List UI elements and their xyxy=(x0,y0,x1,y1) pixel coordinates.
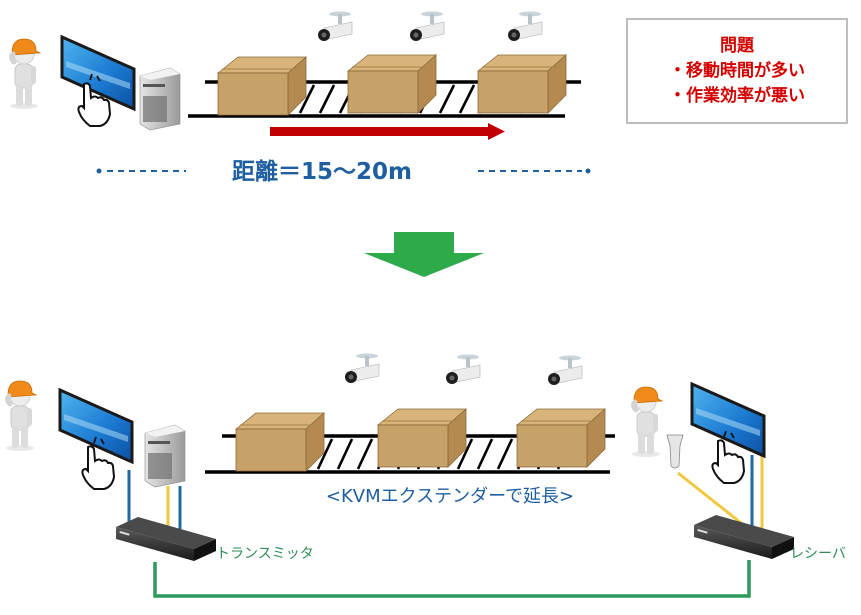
pc-tower-icon xyxy=(144,424,186,488)
receiver-unit xyxy=(694,515,794,559)
conveyor-slat xyxy=(316,438,334,470)
receiver-label: レシーバ xyxy=(790,546,846,562)
touch-monitor-icon xyxy=(58,388,134,464)
conveyor-slat xyxy=(438,84,456,114)
before-section xyxy=(10,11,591,174)
worker-icon xyxy=(10,39,40,109)
conveyor-slat xyxy=(336,438,354,470)
cardboard-box-icon xyxy=(217,56,307,116)
conveyor-slat xyxy=(356,438,374,470)
transmitter-unit xyxy=(116,517,216,561)
problem-box: 問題 ・移動時間が多い ・作業効率が悪い xyxy=(626,18,848,124)
transmitter-label: トランスミッタ xyxy=(216,546,314,562)
cables xyxy=(127,455,764,598)
cardboard-box-icon xyxy=(516,408,606,468)
problem-item: ・移動時間が多い xyxy=(669,60,805,81)
security-camera-icon xyxy=(547,355,583,386)
problem-item: ・作業効率が悪い xyxy=(669,85,805,106)
worker-icon xyxy=(6,381,36,451)
conveyor-slat xyxy=(496,438,514,470)
barcode-scanner-icon xyxy=(666,434,684,469)
cardboard-box-icon xyxy=(235,412,325,472)
distance-dashed-line xyxy=(96,168,591,174)
problem-title: 問題 xyxy=(720,35,754,56)
conveyor-slat xyxy=(458,84,476,114)
down-arrow-icon xyxy=(364,232,484,277)
cardboard-box-icon xyxy=(347,54,437,114)
direction-arrow-icon xyxy=(270,123,505,140)
cardboard-box-icon xyxy=(477,54,567,114)
conveyor-slat xyxy=(476,438,494,470)
after-section xyxy=(6,353,794,598)
conveyor-slat xyxy=(298,84,316,114)
security-camera-icon xyxy=(317,11,353,42)
conveyor-slat xyxy=(318,84,336,114)
security-camera-icon xyxy=(409,11,445,42)
distance-label: 距離＝15～20m xyxy=(232,159,412,185)
touch-monitor-icon xyxy=(690,382,766,458)
security-camera-icon xyxy=(344,353,380,384)
pc-tower-icon xyxy=(139,67,181,131)
security-camera-icon xyxy=(445,354,481,385)
kvm-extender-label: <KVMエクステンダーで延長> xyxy=(325,486,575,507)
security-camera-icon xyxy=(507,11,543,42)
conveyor-slat xyxy=(456,438,474,470)
cardboard-box-icon xyxy=(377,408,467,468)
worker-icon xyxy=(632,387,662,457)
